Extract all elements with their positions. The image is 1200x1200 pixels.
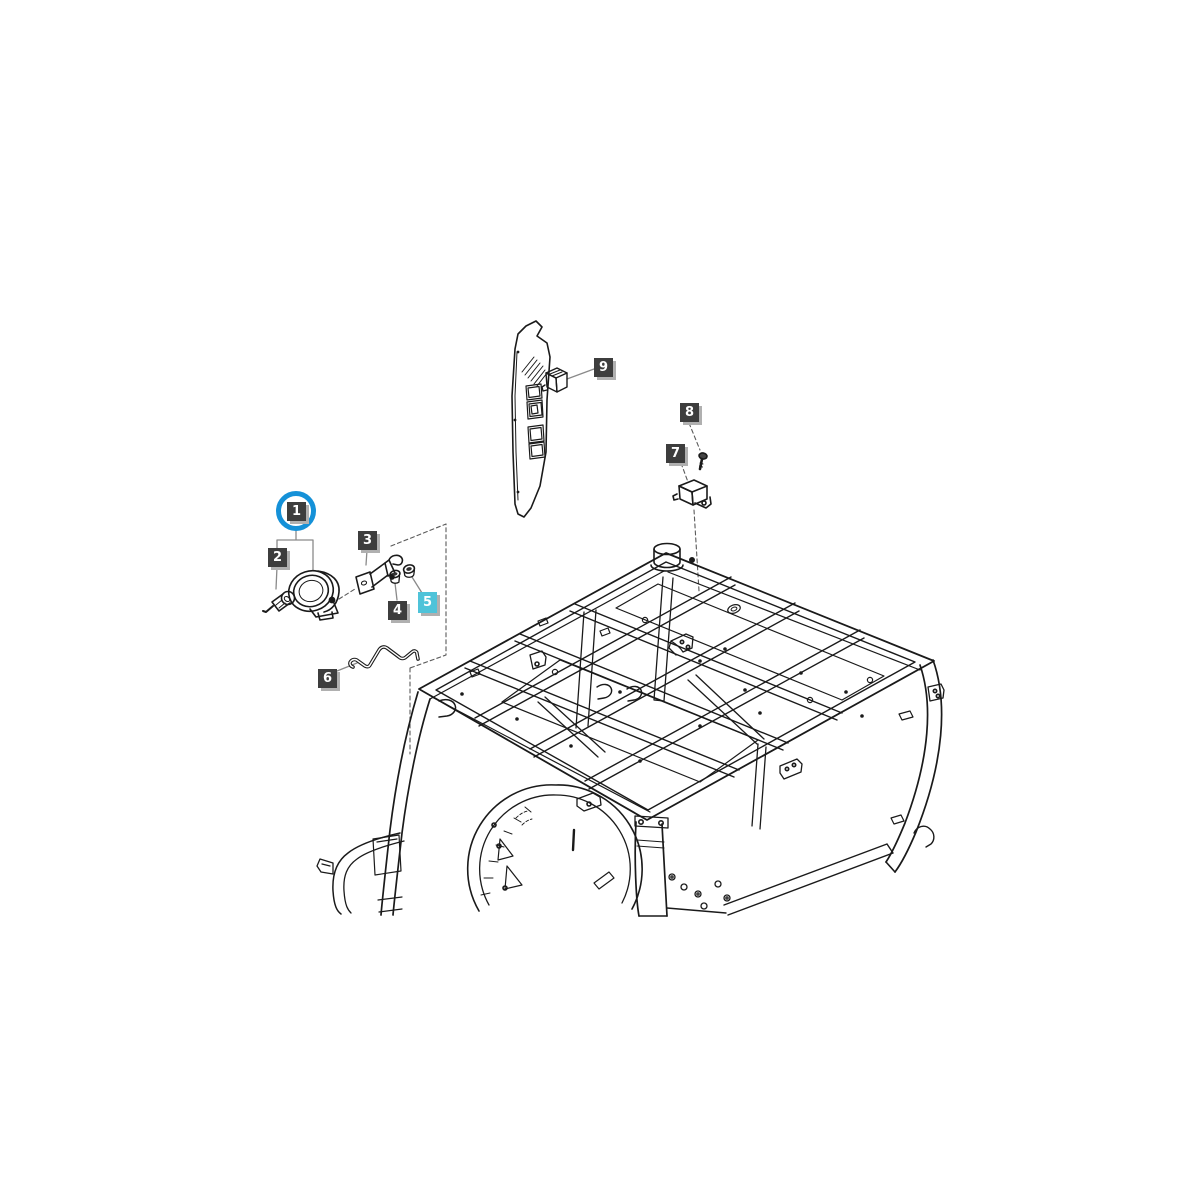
part-number: 2 [272, 550, 283, 565]
part-number: 4 [392, 603, 403, 618]
screw-drawing [698, 452, 708, 471]
part-number: 7 [670, 446, 681, 461]
dashed-projection-lines [338, 422, 701, 755]
part-number: 3 [362, 533, 373, 548]
nut-5-drawing [402, 564, 416, 578]
part-number: 8 [684, 405, 695, 420]
rocker-switch-drawing [541, 367, 568, 393]
part-callout-8[interactable]: 8 [680, 403, 699, 422]
part-callout-6[interactable]: 6 [318, 669, 337, 688]
part-number: 5 [422, 595, 433, 610]
sensor-drawing [672, 452, 712, 509]
clamp-wire-drawing [348, 645, 420, 669]
bulb-drawing [262, 590, 296, 613]
roof-cap-drawing [650, 542, 695, 572]
part-number: 1 [291, 504, 302, 519]
part-callout-1[interactable]: 1 [287, 502, 306, 521]
work-lamp-assembly-drawing [262, 554, 420, 669]
leader-lines [275, 368, 595, 672]
highlight-circle [276, 491, 316, 531]
part-callout-2[interactable]: 2 [268, 548, 287, 567]
pillar-trim-drawing [511, 320, 568, 518]
part-number: 9 [598, 360, 609, 375]
part-callout-9[interactable]: 9 [594, 358, 613, 377]
part-callout-5[interactable]: 5 [418, 592, 437, 613]
part-number: 6 [322, 671, 333, 686]
part-callout-4[interactable]: 4 [388, 601, 407, 620]
nut-4-drawing [389, 569, 401, 584]
part-callout-7[interactable]: 7 [666, 444, 685, 463]
part-callout-3[interactable]: 3 [358, 531, 377, 550]
cab-frame-drawing [316, 542, 945, 917]
